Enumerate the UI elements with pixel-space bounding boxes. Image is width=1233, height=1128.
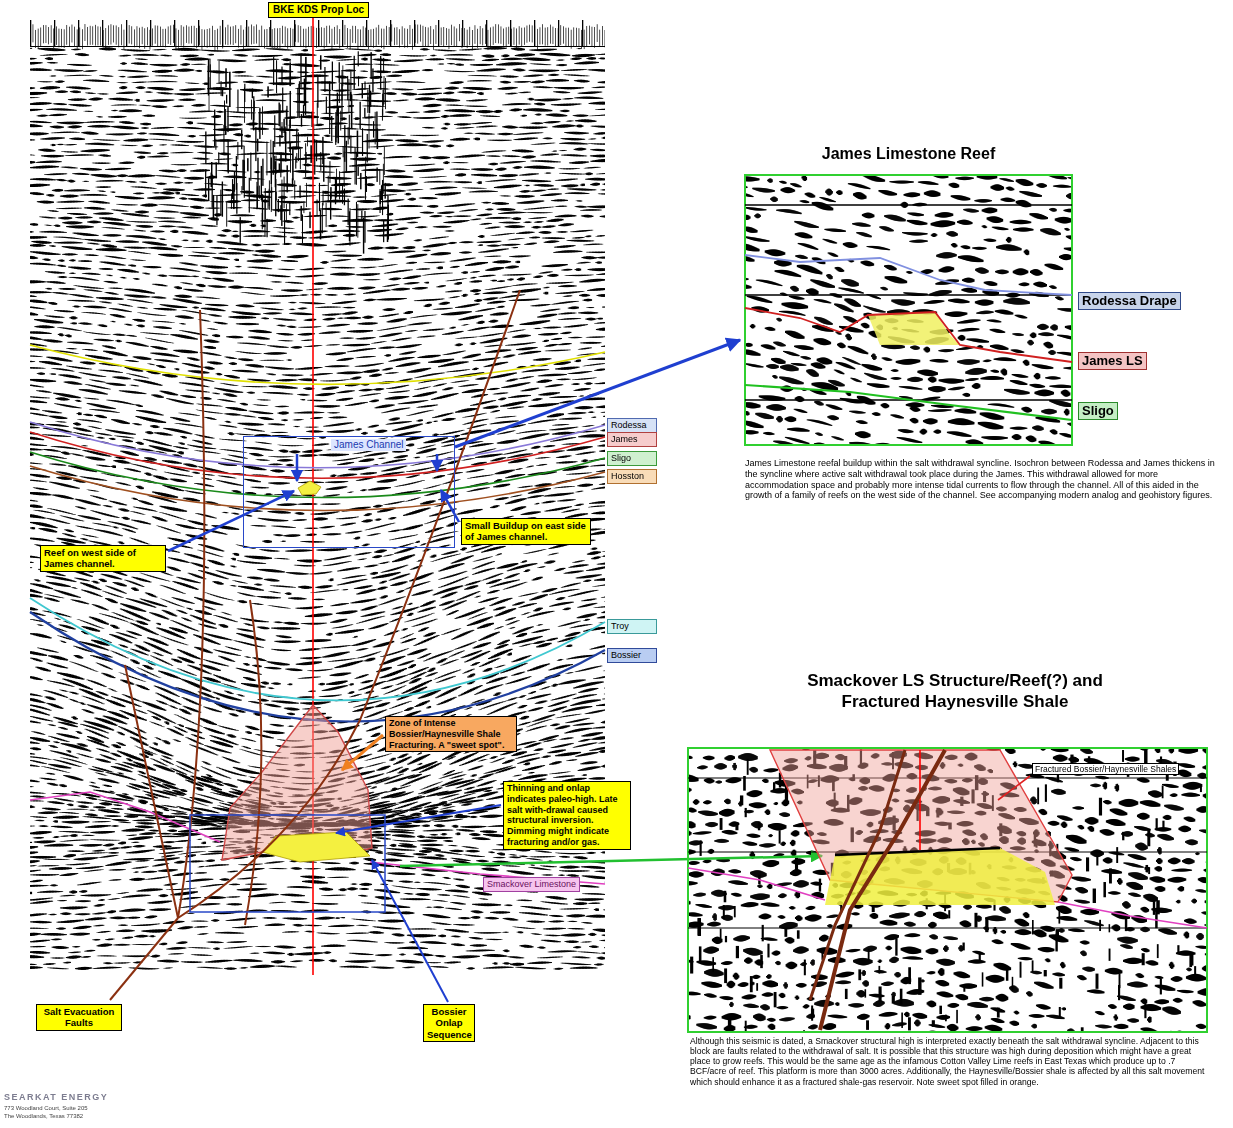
fault-line — [178, 310, 204, 918]
inset-horizon — [745, 255, 1072, 420]
box-text: Sligo — [611, 453, 653, 464]
formation-tag: Smackover Limestone — [483, 877, 580, 892]
inset-zone — [688, 750, 1207, 1030]
box-text: Zone of Intense Bossier/Haynesville Shal… — [389, 718, 513, 750]
company-logo: SEARKAT ENERGY — [4, 1092, 108, 1102]
reef-buildup — [298, 481, 321, 495]
leader-arrow — [336, 805, 501, 833]
leader-arrow — [441, 490, 459, 522]
leader-arrow — [168, 454, 822, 1002]
address-text: 773 Woodland Court, Suite 205 — [4, 1105, 88, 1111]
horizon-tag: James LS — [1078, 352, 1147, 370]
box-text: James — [611, 434, 653, 445]
horizon — [30, 612, 605, 722]
formation-tag: Hosston — [607, 469, 657, 484]
callout-box: Zone of Intense Bossier/Haynesville Shal… — [385, 716, 517, 752]
caption-text: Although this seismic is dated, a Smacko… — [690, 1036, 1212, 1087]
box-text: Salt Evacuation Faults — [40, 1006, 118, 1029]
inset-horizon — [745, 308, 1072, 362]
heading-text: Smackover LS Structure/Reef(?) and Fract… — [795, 670, 1115, 713]
box-text: Rodessa Drape — [1082, 293, 1177, 309]
inset-tag: Fractured Bossier/Haynesville Shales — [1032, 763, 1179, 775]
formation-tag: Rodessa — [607, 418, 657, 433]
connector-arrow — [455, 340, 740, 447]
leader-arrow — [400, 856, 822, 866]
box-text: James LS — [1082, 353, 1143, 369]
inset-zone — [998, 776, 1030, 800]
address-text: The Woodlands, Texas 77382 — [4, 1113, 83, 1119]
fault-line — [125, 665, 178, 918]
fault-line — [110, 290, 520, 1000]
box-text: Troy — [611, 621, 653, 632]
box-text: Hosston — [611, 471, 653, 482]
box-text: BKE KDS Prop Loc — [273, 4, 364, 16]
horizon — [30, 422, 605, 468]
horizon — [30, 432, 605, 478]
formation-tag: James — [607, 432, 657, 447]
channel-frame: James Channel — [243, 436, 455, 548]
fault-line — [110, 918, 178, 1000]
box-text: Thinning and onlap indicates paleo-high.… — [507, 783, 627, 848]
heading-text: James Channel — [331, 439, 406, 451]
inset-frame — [688, 748, 1207, 1032]
box-text: Fractured Bossier/Haynesville Shales — [1035, 764, 1176, 774]
formation-tag: Troy — [607, 619, 657, 634]
inset-horizon — [868, 312, 960, 345]
horizon-tag: Rodessa Drape — [1078, 292, 1181, 310]
location-tag: BKE KDS Prop Loc — [268, 2, 369, 18]
box-text: Bossier Onlap Sequence — [427, 1006, 471, 1040]
fault-line — [245, 600, 261, 925]
inset-frame — [745, 175, 1072, 445]
leader-arrow — [372, 860, 448, 1002]
reef-buildup — [298, 481, 321, 495]
inset-frame — [688, 175, 1207, 1032]
callout-box: Thinning and onlap indicates paleo-high.… — [503, 781, 631, 850]
inset-zone — [688, 868, 1207, 928]
seismic-inset — [745, 175, 1072, 445]
leader-arrow — [296, 454, 299, 481]
box-text: Smackover Limestone — [487, 879, 576, 890]
inset-panel: James Limestone ReefJames Limestone reef… — [740, 140, 1220, 535]
horizon — [30, 466, 605, 511]
callout-box: Bossier Onlap Sequence — [423, 1004, 475, 1042]
leader-arrow — [168, 491, 294, 551]
inset-grid — [745, 205, 1072, 400]
horizon-tag: Sligo — [1078, 402, 1118, 420]
sweet-spot-zone — [222, 705, 372, 862]
inset-horizon — [745, 385, 1072, 420]
box-text: Bossier — [611, 650, 653, 661]
formation-tag: Bossier — [607, 648, 657, 663]
inset-grid — [688, 205, 1207, 928]
heading-text: James Limestone Reef — [745, 144, 1072, 163]
horizon — [30, 598, 605, 700]
inset-zone — [810, 750, 905, 1000]
box-text: Small Buildup on east side of James chan… — [465, 520, 587, 543]
leader-arrow — [342, 735, 383, 770]
inset-zone — [835, 848, 1000, 855]
inset-zone — [820, 750, 945, 1030]
box-text: Sligo — [1082, 403, 1114, 419]
box-text: Reef on west side of James channel. — [44, 547, 162, 570]
inset-zone — [919, 750, 921, 850]
inset-horizon — [745, 255, 1072, 295]
box-text: Rodessa — [611, 420, 653, 431]
callout-box: Reef on west side of James channel. — [40, 545, 166, 572]
leader-arrow — [436, 454, 439, 471]
callout-box: Small Buildup on east side of James chan… — [461, 518, 591, 545]
horizon — [30, 345, 605, 384]
callout-box: Salt Evacuation Faults — [36, 1004, 122, 1031]
fault-line — [178, 290, 520, 918]
caption-text: James Limestone reefal buildup within th… — [745, 458, 1217, 501]
formation-tag: Sligo — [607, 451, 657, 466]
horizon — [30, 452, 605, 498]
